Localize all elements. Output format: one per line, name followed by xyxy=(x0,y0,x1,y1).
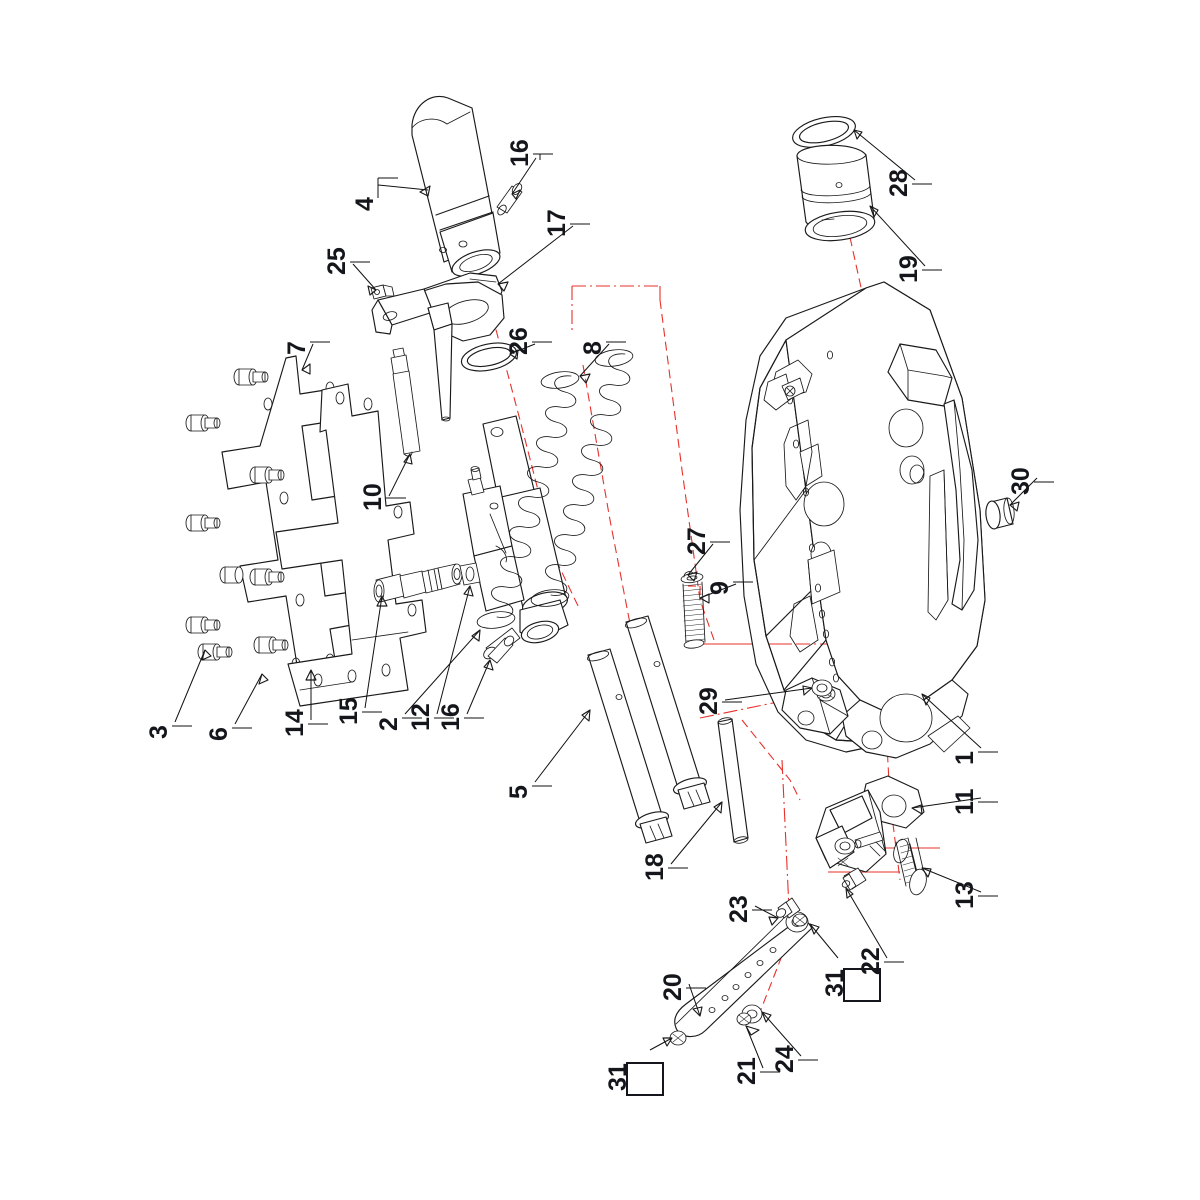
part-12-fitting-elbow xyxy=(459,562,481,586)
part-3-screw-set xyxy=(185,368,289,661)
part-4-outer-cylinder-tube xyxy=(411,96,501,277)
part-21-pivot-fastener xyxy=(736,1012,752,1026)
callout-label: 12 xyxy=(407,703,435,731)
callout-7[interactable]: 7 xyxy=(283,330,324,355)
part-22-clevis-pin xyxy=(841,867,867,891)
callout-25[interactable]: 25 xyxy=(323,247,378,275)
callout-23[interactable]: 23 xyxy=(725,895,780,923)
callout-6[interactable]: 6 xyxy=(205,716,246,741)
callout-28[interactable]: 28 xyxy=(885,169,940,197)
callout-label: 31 xyxy=(604,1063,632,1091)
callout-14[interactable]: 14 xyxy=(281,709,336,737)
callout-22[interactable]: 22 xyxy=(857,947,912,975)
part-19-cup-sleeve xyxy=(796,144,876,242)
callout-31-upper[interactable]: 31 xyxy=(821,968,881,1002)
callout-label: 21 xyxy=(733,1057,761,1085)
part-27-spring-cap-washer xyxy=(683,571,694,578)
callout-label: 26 xyxy=(505,327,533,355)
callout-label: 8 xyxy=(579,341,607,355)
callout-label: 20 xyxy=(659,973,687,1001)
callout-8[interactable]: 8 xyxy=(579,330,620,355)
callout-9[interactable]: 9 xyxy=(706,570,747,595)
callout-31-lower[interactable]: 31 xyxy=(604,1062,664,1096)
part-1-main-housing-frame xyxy=(739,281,986,759)
callout-label: 24 xyxy=(771,1045,799,1073)
part-14-plate-bracket xyxy=(299,631,409,691)
part-31-retaining-nut-upper xyxy=(792,913,808,927)
part-16-dowel-pin-lower xyxy=(487,635,515,664)
callout-label: 27 xyxy=(683,527,711,555)
callout-label: 5 xyxy=(505,785,533,799)
callout-29[interactable]: 29 xyxy=(695,687,750,715)
part-5-long-bolt-pair xyxy=(586,615,711,844)
part-13-bracket-spring xyxy=(893,837,927,896)
callout-label: 11 xyxy=(951,788,979,815)
callout-label: 16 xyxy=(506,139,534,167)
callout-label: 25 xyxy=(323,247,351,275)
callout-label: 23 xyxy=(725,895,753,923)
part-16-dowel-pin-upper xyxy=(496,183,523,216)
part-10-push-rod xyxy=(390,347,421,457)
callout-label: 15 xyxy=(335,697,363,725)
callout-13[interactable]: 13 xyxy=(951,881,1006,909)
callout-17[interactable]: 17 xyxy=(543,209,598,237)
callout-26[interactable]: 26 xyxy=(505,327,560,355)
callout-label: 1 xyxy=(951,751,979,765)
callout-19[interactable]: 19 xyxy=(895,255,950,283)
callout-11[interactable]: 11 xyxy=(951,789,1004,815)
callout-label: 7 xyxy=(283,341,311,355)
callout-label: 17 xyxy=(543,209,571,237)
part-2-valve-body-assembly xyxy=(462,415,569,660)
callout-5[interactable]: 5 xyxy=(505,774,546,799)
callout-label: 16 xyxy=(437,703,465,731)
part-9-small-coil-spring xyxy=(680,572,706,649)
callout-3[interactable]: 3 xyxy=(145,714,186,739)
callout-label: 19 xyxy=(895,255,923,283)
part-17-manifold-yoke xyxy=(371,272,505,422)
callout-10[interactable]: 10 xyxy=(359,483,414,511)
callout-24[interactable]: 24 xyxy=(771,1045,826,1073)
callout-label: 31 xyxy=(821,969,849,997)
callout-4[interactable]: 4 xyxy=(351,186,392,211)
callout-label: 18 xyxy=(641,853,669,881)
part-29-eyelet-grommet xyxy=(811,679,833,697)
callout-label: 10 xyxy=(359,483,387,511)
part-23-shoulder-bolt xyxy=(775,897,801,919)
callout-label: 13 xyxy=(951,881,979,909)
callout-label: 4 xyxy=(351,197,379,211)
callout-30[interactable]: 30 xyxy=(1007,467,1062,495)
callout-label: 9 xyxy=(706,581,734,595)
leader-lines xyxy=(172,129,1054,1073)
callout-16-upper[interactable]: 16 xyxy=(506,139,561,167)
part-18-straight-pin xyxy=(717,717,749,844)
part-8-main-coil-spring xyxy=(476,349,634,629)
callout-15[interactable]: 15 xyxy=(335,697,390,725)
callout-27[interactable]: 27 xyxy=(683,527,738,555)
part-11-lever-bracket xyxy=(815,775,925,873)
callout-label: 30 xyxy=(1007,467,1035,495)
callout-18[interactable]: 18 xyxy=(641,853,696,881)
callout-label: 28 xyxy=(885,169,913,197)
callout-label: 6 xyxy=(205,727,233,741)
callout-label: 29 xyxy=(695,687,723,715)
callout-label: 3 xyxy=(145,725,173,739)
callout-label: 14 xyxy=(281,709,309,737)
part-26-o-ring-seal xyxy=(460,342,518,372)
part-30-end-plug-cap xyxy=(985,497,1015,530)
callout-1[interactable]: 1 xyxy=(951,740,992,765)
callout-20[interactable]: 20 xyxy=(659,973,714,1001)
callout-16-lower[interactable]: 16 xyxy=(437,703,492,731)
